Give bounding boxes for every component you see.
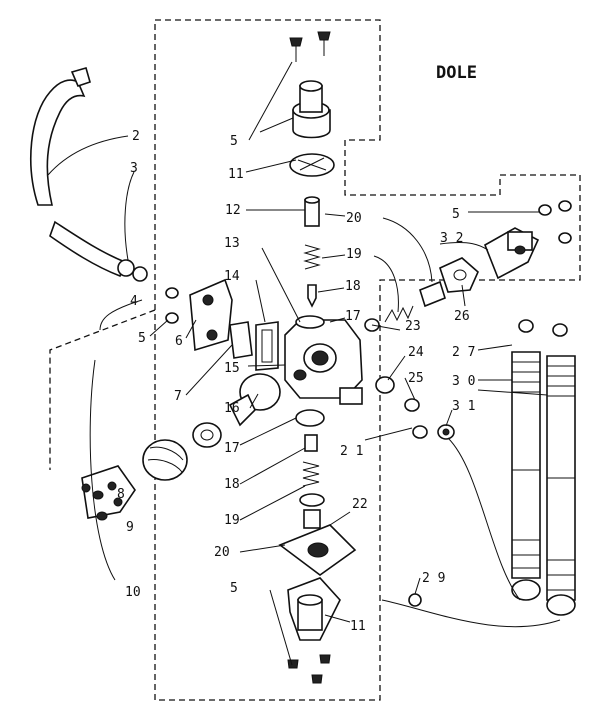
- gasket-7: [229, 321, 253, 359]
- label-2: 2: [132, 129, 140, 144]
- tubes-30: [511, 319, 576, 616]
- fitting-17-left: [228, 393, 256, 427]
- label-13: 13: [224, 236, 240, 251]
- diagram-title: DOLE: [436, 63, 477, 83]
- hose-part-3: [49, 220, 148, 282]
- hose-part-2: [30, 67, 91, 206]
- leader-lines: [47, 61, 561, 666]
- label-18-lower: 18: [224, 477, 240, 492]
- spring-upper-19: [303, 244, 321, 270]
- label-8: 8: [117, 487, 125, 502]
- venturi-9: [192, 422, 222, 448]
- label-25: 25: [408, 371, 424, 386]
- label-16: 16: [224, 401, 240, 416]
- plunger-lower-20: [303, 509, 321, 529]
- cup-lower: [299, 493, 325, 507]
- label-27: 2 7: [452, 345, 475, 360]
- label-31: 3 1: [452, 399, 475, 414]
- label-4: 4: [130, 294, 138, 309]
- label-5-bottom: 5: [230, 581, 238, 596]
- label-30: 3 0: [452, 374, 475, 389]
- carburetor-body-15: [284, 315, 363, 405]
- label-5-top: 5: [230, 134, 238, 149]
- label-3: 3: [130, 161, 138, 176]
- screws-5-right: [538, 200, 572, 244]
- bottom-screws: [287, 654, 331, 684]
- label-20-lower: 20: [214, 545, 230, 560]
- label-5-left: 5: [138, 331, 146, 346]
- label-9: 9: [126, 520, 134, 535]
- label-7: 7: [174, 389, 182, 404]
- label-11-bottom: 11: [350, 619, 366, 634]
- cap-32: [484, 227, 540, 280]
- seat-17-lower: [295, 409, 325, 427]
- label-10: 10: [125, 585, 141, 600]
- needle-upper-18: [307, 284, 317, 308]
- needle-lower-18: [304, 434, 318, 452]
- label-14: 14: [224, 269, 240, 284]
- label-19-upper: 19: [346, 247, 362, 262]
- washer-24: [375, 376, 395, 394]
- label-32: 3 2: [440, 231, 463, 246]
- dashed-boundaries: [49, 19, 581, 701]
- label-23: 23: [405, 319, 421, 334]
- gasket-14: [255, 321, 279, 371]
- label-22: 22: [352, 497, 368, 512]
- bottom-cover-11: [287, 577, 341, 641]
- top-screws: [289, 31, 331, 62]
- label-17-lower: 17: [224, 441, 240, 456]
- cover-plate-10: [81, 465, 136, 521]
- plunger-upper-20: [304, 196, 320, 227]
- label-21: 2 1: [340, 444, 363, 459]
- label-24: 24: [408, 345, 424, 360]
- nut-25: [404, 398, 420, 412]
- label-26: 26: [454, 309, 470, 324]
- label-18-upper: 18: [345, 279, 361, 294]
- spring-lower-19: [302, 461, 320, 487]
- label-6: 6: [175, 334, 183, 349]
- label-12: 12: [225, 203, 241, 218]
- diaphragm-plate-22: [278, 524, 357, 576]
- gasket-26: [439, 257, 479, 293]
- label-11-top: 11: [228, 167, 244, 182]
- label-17-upper: 17: [345, 309, 361, 324]
- diaphragm-12: [289, 153, 335, 177]
- part-labels: 2 3 4 5 5 5 5 6 7 8 9 10 11 11 12 13 14 …: [117, 129, 475, 634]
- label-29: 2 9: [422, 571, 445, 586]
- flange-6: [189, 278, 233, 352]
- clamp-31: [437, 424, 455, 440]
- screw-29: [408, 593, 422, 607]
- label-19-lower: 19: [224, 513, 240, 528]
- label-15: 15: [224, 361, 240, 376]
- boot-8: [142, 439, 188, 481]
- label-20-upper: 20: [346, 211, 362, 226]
- fitting-21: [412, 425, 428, 439]
- top-cover-11: [292, 80, 331, 139]
- label-5-right: 5: [452, 207, 460, 222]
- screws-5-left: [165, 287, 179, 324]
- tube-20-right: [419, 280, 446, 308]
